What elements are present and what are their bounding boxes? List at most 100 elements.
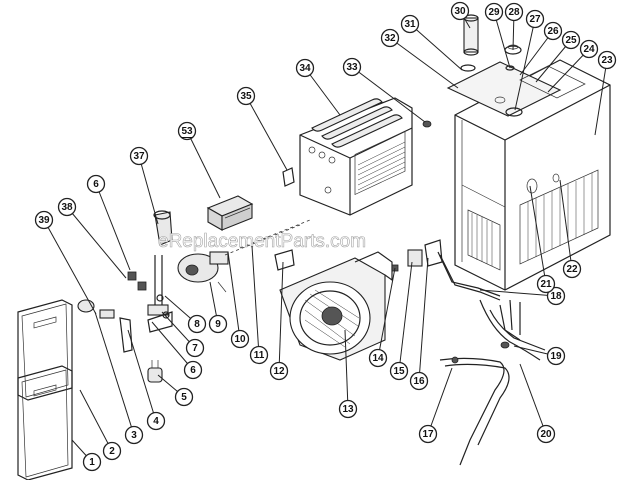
callout-circle [230,329,250,349]
callout-39: 39 [34,210,97,315]
callout-number: 25 [565,35,577,46]
callout-3: 3 [94,311,144,445]
callout-number: 12 [273,366,285,377]
callout-number: 5 [181,392,187,403]
callout-circle [561,30,581,50]
leader-line [479,289,557,297]
callout-number: 15 [393,366,405,377]
callout-circle [389,361,409,381]
callout-number: 38 [61,202,73,213]
callout-circle [597,50,617,70]
callout-circle [409,371,429,391]
leader-line [94,311,135,436]
callout-25: 25 [535,30,581,83]
callout-number: 2 [109,446,115,457]
callout-circle [504,2,524,22]
vent-elbow [153,210,173,246]
leader-line [427,367,453,435]
callout-number: 39 [38,215,50,226]
callout-number: 32 [384,33,396,44]
callout-number: 35 [240,91,252,102]
callout-circle [543,21,563,41]
callout-number: 53 [181,126,193,137]
callout-circle [187,314,207,334]
leader-line [278,261,284,372]
leader-line [43,219,97,315]
callout-circle [177,121,197,141]
callout-circle [34,210,54,230]
callout-number: 33 [346,62,358,73]
callout-23: 23 [594,50,617,136]
callout-circle [536,274,556,294]
leader-line [227,251,241,340]
callout-circle [450,1,470,21]
leader-line [519,30,554,76]
callout-number: 27 [529,14,541,25]
callout-13: 13 [338,329,358,419]
callout-17: 17 [418,367,453,444]
callout-12: 12 [269,261,289,381]
callout-11: 11 [249,245,269,365]
leader-line [559,179,573,270]
leader-line [493,11,511,69]
callout-26: 26 [519,21,563,76]
callout-1: 1 [71,439,102,472]
leader-line [186,130,221,199]
pipe-gasket [460,64,476,72]
callout-number: 16 [413,376,425,387]
callout-number: 22 [566,264,578,275]
callout-number: 20 [540,429,552,440]
callout-8: 8 [164,295,207,334]
callout-2: 2 [79,389,122,461]
top-panel [446,61,586,117]
leader-line [398,261,413,372]
gas-valve-assembly [127,255,170,319]
watermark-text: eReplacementParts.com [158,231,366,252]
callout-number: 6 [190,365,196,376]
callout-circle [129,146,149,166]
callout-circle [484,2,504,22]
callout-number: 13 [342,404,354,415]
callout-circle [338,399,358,419]
callout-circle [400,14,420,34]
callout-circle [82,452,102,472]
leader-line [127,329,157,422]
wire-harness [439,254,501,301]
callout-number: 3 [131,430,137,441]
relay-bracket [424,239,443,267]
callout-circle [562,259,582,279]
callout-32: 32 [380,28,459,89]
callout-number: 31 [404,19,416,30]
callout-30: 30 [450,1,471,29]
callout-circle [579,39,599,59]
callout-22: 22 [559,179,582,279]
callout-circle [249,345,269,365]
callout-35: 35 [236,86,288,171]
callout-53: 53 [177,121,221,199]
leader-line [389,37,459,89]
control-module [206,195,254,231]
callout-circle [57,197,77,217]
heat-exchanger [299,97,413,216]
callout-circle [146,411,166,431]
leader-line [151,321,194,371]
callout-20: 20 [519,363,556,444]
igniter [99,309,133,353]
leader-line [138,155,159,225]
callout-circle [174,387,194,407]
callout-number: 28 [508,7,520,18]
callout-number: 17 [422,429,434,440]
callout-circle [536,424,556,444]
callout-number: 30 [454,6,466,17]
callout-number: 10 [234,334,246,345]
callout-4: 4 [127,329,166,431]
callout-14: 14 [368,267,396,368]
callout-number: 8 [194,319,200,330]
callout-circle [368,348,388,368]
callout-7: 7 [161,311,205,358]
callout-5: 5 [157,374,194,407]
callout-number: 21 [540,279,552,290]
leader-line [304,67,341,116]
callout-27: 27 [514,9,545,111]
